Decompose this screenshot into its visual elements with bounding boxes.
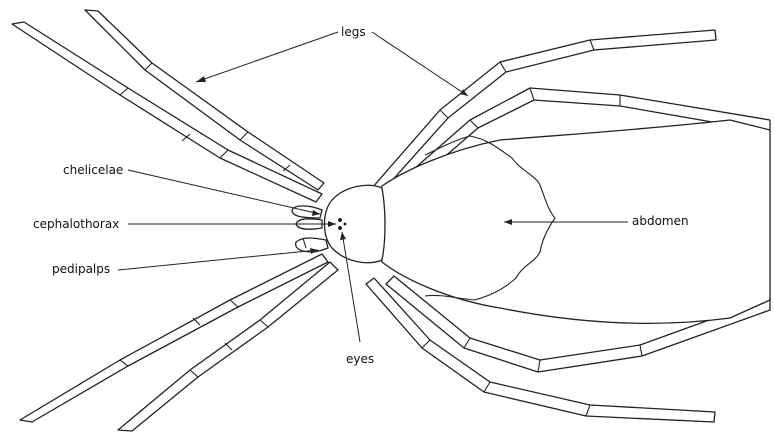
right-leg-1 — [371, 29, 717, 195]
label-chelicelae: chelicelae — [63, 163, 124, 177]
eye-dot — [343, 222, 347, 226]
pointer-chelicelae — [127, 169, 321, 216]
label-pedipalps: pedipalps — [52, 262, 111, 276]
label-cephalothorax: cephalothorax — [33, 217, 120, 231]
cephalothorax-shape — [323, 184, 386, 264]
left-leg-3 — [19, 253, 329, 423]
eye-dot — [338, 226, 342, 230]
pointer-legs-left — [195, 31, 339, 83]
abdomen-pattern — [424, 135, 556, 301]
pointer-legs-right — [371, 31, 469, 97]
pointer-pedipalps — [117, 248, 319, 271]
right-leg-4 — [365, 277, 716, 423]
label-legs: legs — [341, 25, 366, 39]
right-leg-3 — [385, 275, 771, 373]
left-leg-4 — [117, 261, 339, 432]
pointer-eyes — [340, 231, 361, 343]
pointer-abdomen — [504, 219, 628, 225]
label-abdomen: abdomen — [632, 214, 689, 228]
eye-dot — [338, 218, 342, 222]
pointer-cephalothorax — [128, 221, 336, 227]
left-leg-2 — [11, 21, 323, 203]
left-leg-1 — [84, 9, 325, 191]
chelicerae-shape — [291, 205, 323, 230]
label-eyes: eyes — [346, 352, 375, 366]
pedipalps-shape — [294, 237, 329, 253]
